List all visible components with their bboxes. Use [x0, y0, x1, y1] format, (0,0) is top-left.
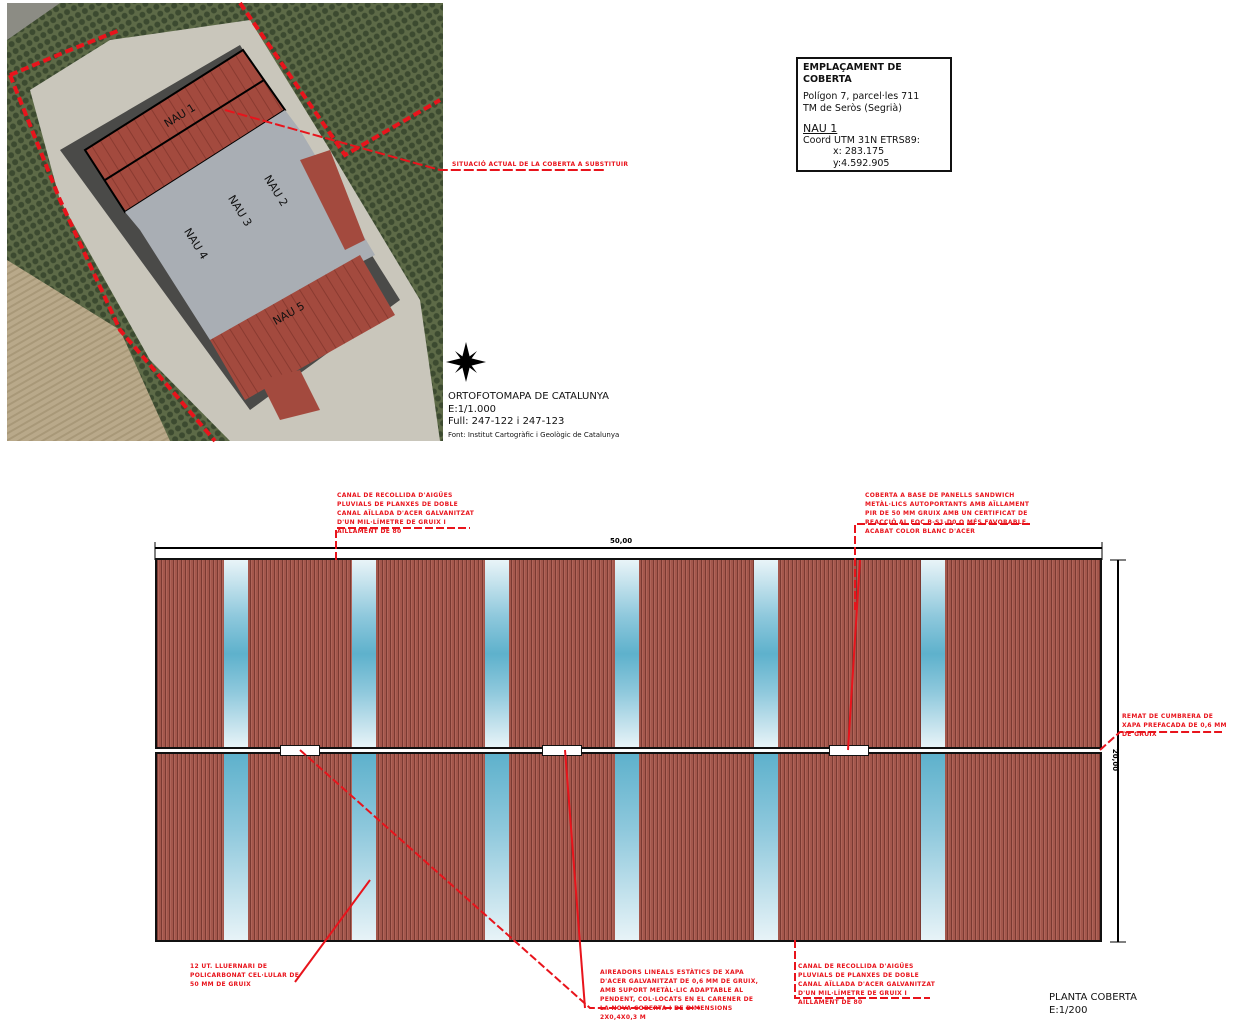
note-gutter-bottom: Canal de recollida d'aigües pluvials de … [798, 963, 936, 1006]
info-coord-label: Coord UTM 31N ETRS89: [803, 134, 920, 146]
skylight [921, 754, 945, 942]
location-info-box: EMPLAÇAMENT DE COBERTA Polígon 7, parcel… [796, 57, 952, 172]
info-x: x: 283.175 [833, 146, 885, 157]
skylight [485, 560, 509, 748]
info-nau: NAU 1 [803, 122, 838, 135]
skylight [352, 560, 376, 748]
dimension-height: 20,00 [1111, 748, 1120, 772]
skylight [754, 560, 778, 748]
plan-title: PLANTA COBERTA [1049, 992, 1137, 1003]
callout-current-roof: Situació actual de la coberta a substitu… [452, 161, 629, 168]
map-sheet: Full: 247-122 i 247-123 [448, 416, 565, 427]
note-gutter-top: Canal de recollida d'aigües pluvials de … [337, 492, 475, 535]
info-municipality: TM de Seròs (Segrià) [803, 102, 902, 114]
note-skylight: 12 ut. lluernari de policarbonat cel·lul… [190, 963, 300, 988]
aerator [280, 745, 320, 756]
map-scale: E:1/1.000 [448, 403, 497, 415]
note-ridge: Remat de cumbrera de xapa prefacada de 0… [1122, 713, 1227, 738]
north-arrow-icon [446, 342, 486, 382]
aerator [542, 745, 582, 756]
map-legend: ORTOFOTOMAPA DE CATALUNYA E:1/1.000 Full… [448, 391, 619, 441]
skylight [224, 560, 248, 748]
skylight [615, 560, 639, 748]
aerator [829, 745, 869, 756]
note-aerators: Aireadors lineals estàtics de xapa d'ace… [600, 969, 759, 1021]
info-plot: Polígon 7, parcel·les 711 [803, 91, 920, 102]
skylight [754, 754, 778, 942]
plan-scale: E:1/200 [1049, 1005, 1088, 1016]
info-y: y:4.592.905 [833, 157, 890, 169]
note-roof-panels: Coberta a base de panells sandwich metàl… [865, 492, 1030, 535]
info-title: EMPLAÇAMENT DE COBERTA [803, 62, 902, 85]
map-title: ORTOFOTOMAPA DE CATALUNYA [448, 391, 610, 402]
dimension-width: 50,00 [610, 537, 633, 545]
map-source: Font: Institut Cartogràfic i Geològic de… [448, 430, 620, 439]
skylight [224, 754, 248, 942]
